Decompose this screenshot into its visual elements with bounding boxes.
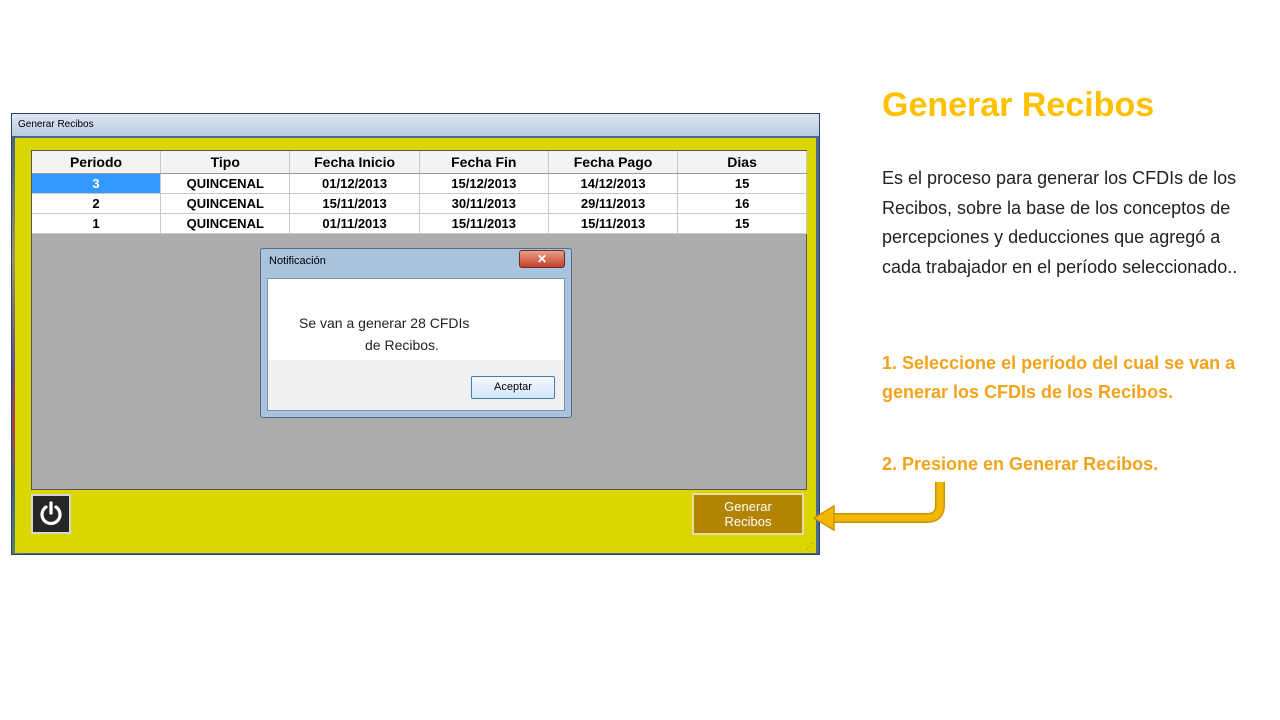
table-cell[interactable]: 15/11/2013 — [548, 213, 679, 234]
column-header-fecha-fin[interactable]: Fecha Fin — [419, 151, 549, 174]
table-cell[interactable]: 1 — [32, 213, 162, 234]
column-header-fecha-pago[interactable]: Fecha Pago — [548, 151, 679, 174]
instruction-step-1: 1. Seleccione el período del cual se van… — [882, 353, 1236, 402]
instruction-step-2: 2. Presione en Generar Recibos. — [882, 454, 1159, 474]
grid-header-row: Periodo Tipo Fecha Inicio Fecha Fin Fech… — [32, 151, 807, 174]
table-cell[interactable]: 14/12/2013 — [548, 173, 679, 194]
table-cell[interactable]: QUINCENAL — [160, 193, 291, 214]
generar-recibos-button-line1: Generar — [724, 499, 772, 514]
table-cell[interactable]: QUINCENAL — [160, 173, 291, 194]
table-cell[interactable]: 30/11/2013 — [419, 193, 549, 214]
dialog-close-button[interactable]: ✕ — [519, 250, 565, 268]
notification-dialog: Notificación ✕ Se van a generar 28 CFDIs… — [260, 248, 572, 418]
accept-button[interactable]: Aceptar — [471, 376, 555, 399]
table-cell[interactable]: QUINCENAL — [160, 213, 291, 234]
table-cell[interactable]: 2 — [32, 193, 162, 214]
generar-recibos-button[interactable]: Generar Recibos — [692, 493, 804, 535]
power-icon — [40, 501, 62, 526]
table-cell[interactable]: 3 — [32, 173, 162, 194]
table-cell[interactable]: 01/12/2013 — [289, 173, 420, 194]
table-cell[interactable]: 15/11/2013 — [289, 193, 420, 214]
table-cell[interactable]: 15/12/2013 — [419, 173, 549, 194]
generar-recibos-button-line2: Recibos — [724, 514, 772, 529]
dialog-title: Notificación — [269, 255, 326, 267]
periods-table: Periodo Tipo Fecha Inicio Fecha Fin Fech… — [32, 151, 807, 234]
window-title: Generar Recibos — [12, 114, 819, 136]
section-description: Es el proceso para generar los CFDIs de … — [882, 168, 1238, 277]
column-header-fecha-inicio[interactable]: Fecha Inicio — [289, 151, 420, 174]
section-title: Generar Recibos — [882, 86, 1155, 124]
power-button[interactable] — [31, 494, 71, 534]
dialog-message-line1: Se van a generar 28 CFDIs — [299, 315, 470, 331]
table-cell[interactable]: 01/11/2013 — [289, 213, 420, 234]
table-cell[interactable]: 15/11/2013 — [419, 213, 549, 234]
table-cell[interactable]: 16 — [677, 193, 807, 214]
dialog-message-line2: de Recibos. — [365, 337, 439, 353]
table-cell[interactable]: 29/11/2013 — [548, 193, 679, 214]
column-header-dias[interactable]: Dias — [677, 151, 807, 174]
table-cell[interactable]: 15 — [677, 173, 807, 194]
column-header-periodo[interactable]: Periodo — [32, 151, 162, 174]
column-header-tipo[interactable]: Tipo — [160, 151, 291, 174]
table-cell[interactable]: 15 — [677, 213, 807, 234]
resize-grip-icon[interactable]: ⋰ — [806, 542, 814, 551]
dialog-body: Se van a generar 28 CFDIs de Recibos. Ac… — [267, 278, 565, 411]
